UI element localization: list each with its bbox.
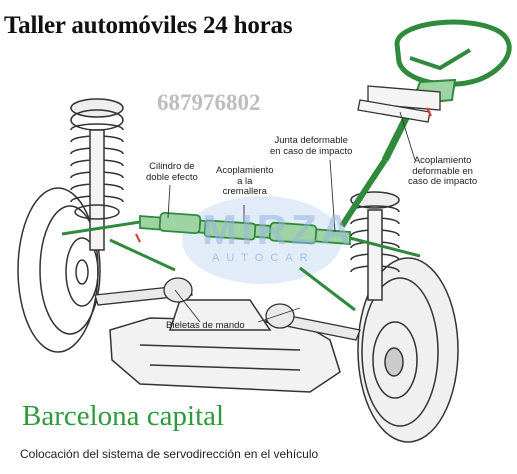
impact-markers <box>135 107 432 243</box>
left-strut <box>70 98 124 251</box>
label-line: Bieletas de mando <box>166 320 245 331</box>
label-line: Junta deformable <box>274 135 348 146</box>
steering-rack <box>139 211 351 245</box>
label-cilindro: Cilindro de doble efecto <box>146 161 198 183</box>
column-bracket <box>357 85 441 123</box>
label-line: Acoplamiento <box>216 165 274 176</box>
page-title: Taller automóviles 24 horas <box>4 12 293 39</box>
left-wheel <box>17 187 101 353</box>
drive-shafts <box>94 277 361 341</box>
label-line: en caso de impacto <box>270 145 353 157</box>
watermark-sub: AUTOCAR <box>212 252 315 264</box>
label-line: caso de impacto <box>408 176 478 187</box>
leader-lines <box>167 111 416 323</box>
label-line: cremallera <box>222 186 267 197</box>
label-line: Acoplamiento <box>413 155 472 166</box>
right-wheel <box>357 257 459 443</box>
subframe <box>109 299 341 393</box>
label-line: Cilindro de <box>149 161 195 172</box>
label-line: deformable en <box>412 165 473 177</box>
phone-number: 687976802 <box>157 90 261 115</box>
label-acoplamiento-deformable: Acoplamiento deformable en caso de impac… <box>408 155 478 188</box>
label-junta-deformable: Junta deformable en caso de impacto <box>270 135 353 157</box>
city-heading: Barcelona capital <box>22 400 225 432</box>
label-bieletas: Bieletas de mando <box>166 320 245 332</box>
label-line: doble efecto <box>146 171 198 183</box>
watermark-ellipse <box>182 196 342 284</box>
figure-caption: Colocación del sistema de servodirección… <box>20 447 319 461</box>
watermark-brand: MIRZA <box>202 206 355 253</box>
label-acoplamiento-cremallera: Acoplamiento a la cremallera <box>216 165 274 198</box>
label-line: a la <box>237 175 253 187</box>
tie-rods <box>61 220 421 312</box>
